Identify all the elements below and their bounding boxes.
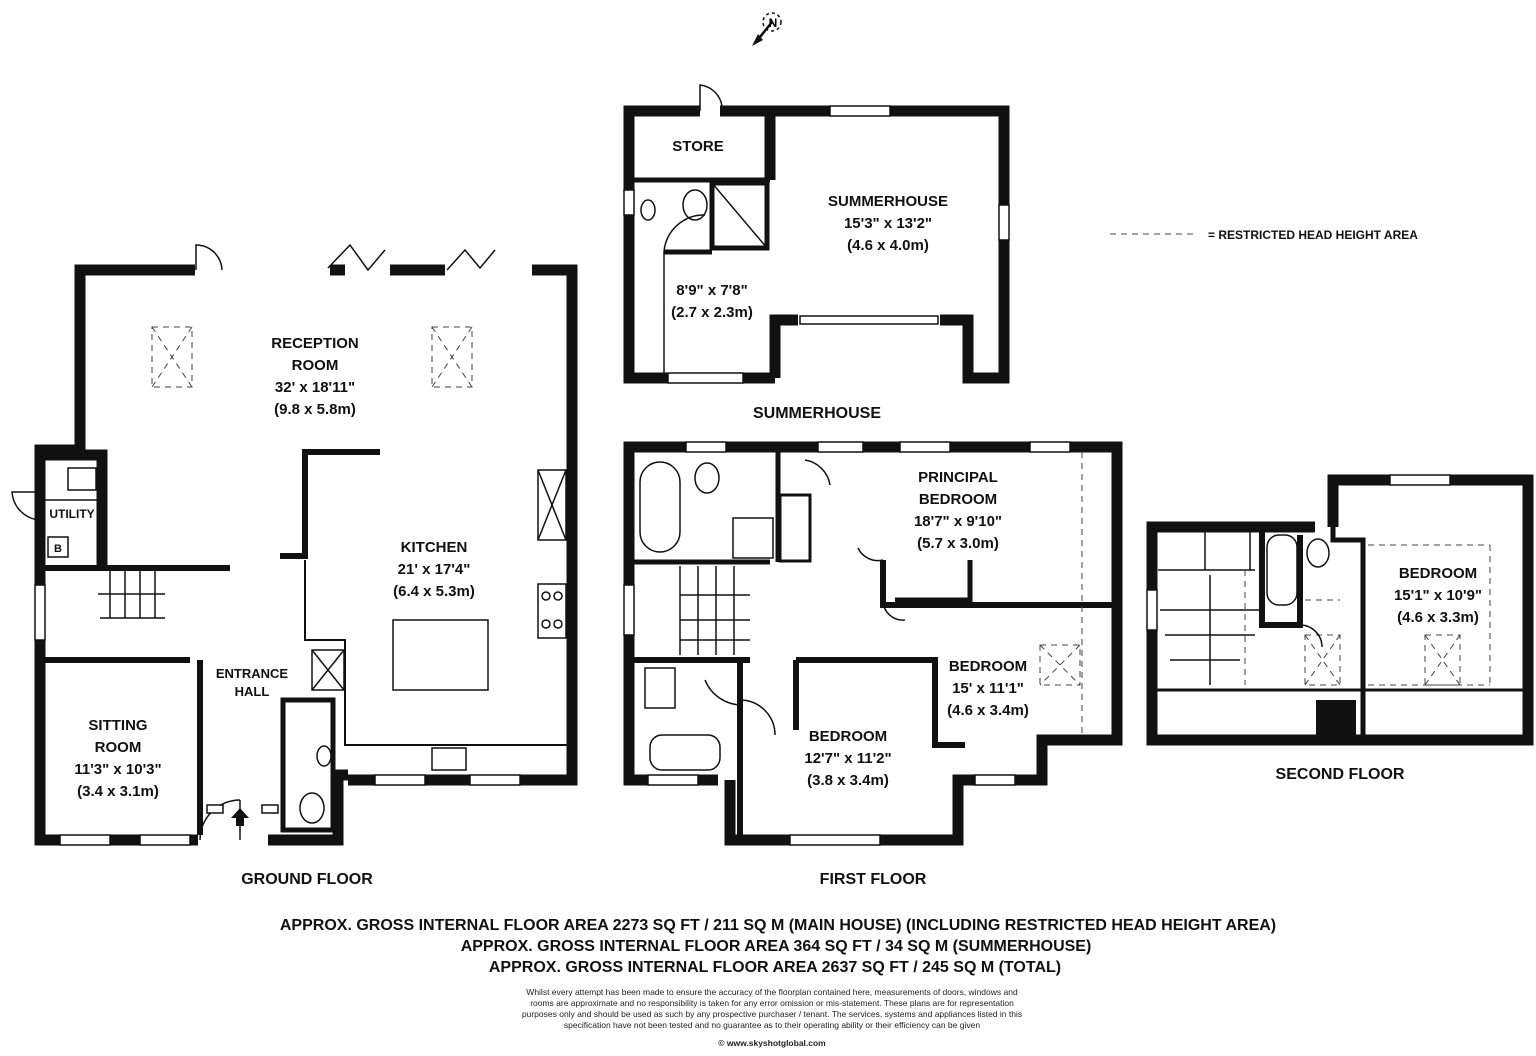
reception-dims-imperial: 32' x 18'11" — [275, 379, 355, 396]
summerhouse-plan — [623, 84, 1010, 384]
bedroom2-name: BEDROOM — [949, 658, 1027, 675]
disclaimer-line-3: purposes only and should be used as such… — [522, 1009, 1022, 1019]
north-compass-icon: N — [752, 12, 782, 46]
boiler-label: B — [54, 543, 62, 555]
room-entrance-hall: ENTRANCE HALL — [216, 666, 289, 699]
summerhouse-dims-metric: (4.6 x 4.0m) — [847, 237, 929, 254]
sitting-name-1: SITTING — [88, 717, 147, 734]
room-principal-bedroom: PRINCIPAL BEDROOM 18'7" x 9'10" (5.7 x 3… — [914, 469, 1002, 552]
entrance-name-1: ENTRANCE — [216, 666, 289, 681]
entrance-name-2: HALL — [235, 684, 270, 699]
disclaimer-line-4: specification have not been tested and n… — [564, 1020, 980, 1030]
disclaimer-line-1: Whilst every attempt has been made to en… — [526, 987, 1018, 997]
area-main-house: APPROX. GROSS INTERNAL FLOOR AREA 2273 S… — [280, 917, 1276, 934]
summerhouse-floor-title: SUMMERHOUSE — [753, 405, 881, 422]
principal-name-1: PRINCIPAL — [918, 469, 998, 486]
room-summerhouse: SUMMERHOUSE 15'3" x 13'2" (4.6 x 4.0m) — [828, 193, 948, 254]
legend-text: = RESTRICTED HEAD HEIGHT AREA — [1208, 228, 1418, 242]
sitting-name-2: ROOM — [95, 739, 142, 756]
ground-floor-title: GROUND FLOOR — [241, 871, 373, 888]
bedroom3-dims-metric: (3.8 x 3.4m) — [807, 772, 889, 789]
ground-floor-plan — [11, 243, 578, 846]
disclaimer-line-2: rooms are approximate and no responsibil… — [530, 998, 1014, 1008]
bedroom3-dims-imperial: 12'7" x 11'2" — [804, 750, 891, 767]
area-total: APPROX. GROSS INTERNAL FLOOR AREA 2637 S… — [489, 959, 1061, 976]
bedroom2-dims-imperial: 15' x 11'1" — [952, 680, 1024, 697]
reception-dims-metric: (9.8 x 5.8m) — [274, 401, 356, 418]
room-summerhouse-side: 8'9" x 7'8" (2.7 x 2.3m) — [671, 282, 753, 321]
first-floor-plan — [623, 441, 1123, 846]
bedroom4-name: BEDROOM — [1399, 565, 1477, 582]
legend: = RESTRICTED HEAD HEIGHT AREA — [1110, 228, 1418, 242]
sitting-dims-imperial: 11'3" x 10'3" — [74, 761, 161, 778]
second-floor-title: SECOND FLOOR — [1276, 766, 1405, 783]
room-bedroom-3: BEDROOM 12'7" x 11'2" (3.8 x 3.4m) — [804, 728, 891, 789]
kitchen-name: KITCHEN — [401, 539, 468, 556]
summerhouse-name: SUMMERHOUSE — [828, 193, 948, 210]
bedroom4-dims-imperial: 15'1" x 10'9" — [1394, 587, 1482, 604]
kitchen-dims-metric: (6.4 x 5.3m) — [393, 583, 475, 600]
bedroom4-dims-metric: (4.6 x 3.3m) — [1397, 609, 1479, 626]
utility-label: UTILITY — [49, 507, 94, 521]
room-bedroom-4: BEDROOM 15'1" x 10'9" (4.6 x 3.3m) — [1394, 565, 1482, 626]
first-floor-title: FIRST FLOOR — [820, 871, 927, 888]
kitchen-dims-imperial: 21' x 17'4" — [398, 561, 471, 578]
room-reception: RECEPTION ROOM 32' x 18'11" (9.8 x 5.8m) — [271, 335, 359, 418]
compass-label: N — [769, 16, 778, 30]
principal-dims-metric: (5.7 x 3.0m) — [917, 535, 999, 552]
area-summerhouse: APPROX. GROSS INTERNAL FLOOR AREA 364 SQ… — [461, 938, 1092, 955]
bedroom2-dims-metric: (4.6 x 3.4m) — [947, 702, 1029, 719]
room-bedroom-2: BEDROOM 15' x 11'1" (4.6 x 3.4m) — [947, 658, 1029, 719]
website-credit: © www.skyshotglobal.com — [718, 1038, 826, 1048]
room-kitchen: KITCHEN 21' x 17'4" (6.4 x 5.3m) — [393, 539, 475, 600]
summerhouse-dims-imperial: 15'3" x 13'2" — [844, 215, 932, 232]
principal-dims-imperial: 18'7" x 9'10" — [914, 513, 1002, 530]
summer-room-dims-imperial: 8'9" x 7'8" — [676, 282, 747, 299]
second-floor-plan — [1146, 474, 1534, 746]
bedroom3-name: BEDROOM — [809, 728, 887, 745]
store-label: STORE — [672, 138, 723, 155]
summer-room-dims-metric: (2.7 x 2.3m) — [671, 304, 753, 321]
reception-name-1: RECEPTION — [271, 335, 359, 352]
room-sitting: SITTING ROOM 11'3" x 10'3" (3.4 x 3.1m) — [74, 717, 161, 800]
reception-name-2: ROOM — [292, 357, 339, 374]
principal-name-2: BEDROOM — [919, 491, 997, 508]
sitting-dims-metric: (3.4 x 3.1m) — [77, 783, 159, 800]
